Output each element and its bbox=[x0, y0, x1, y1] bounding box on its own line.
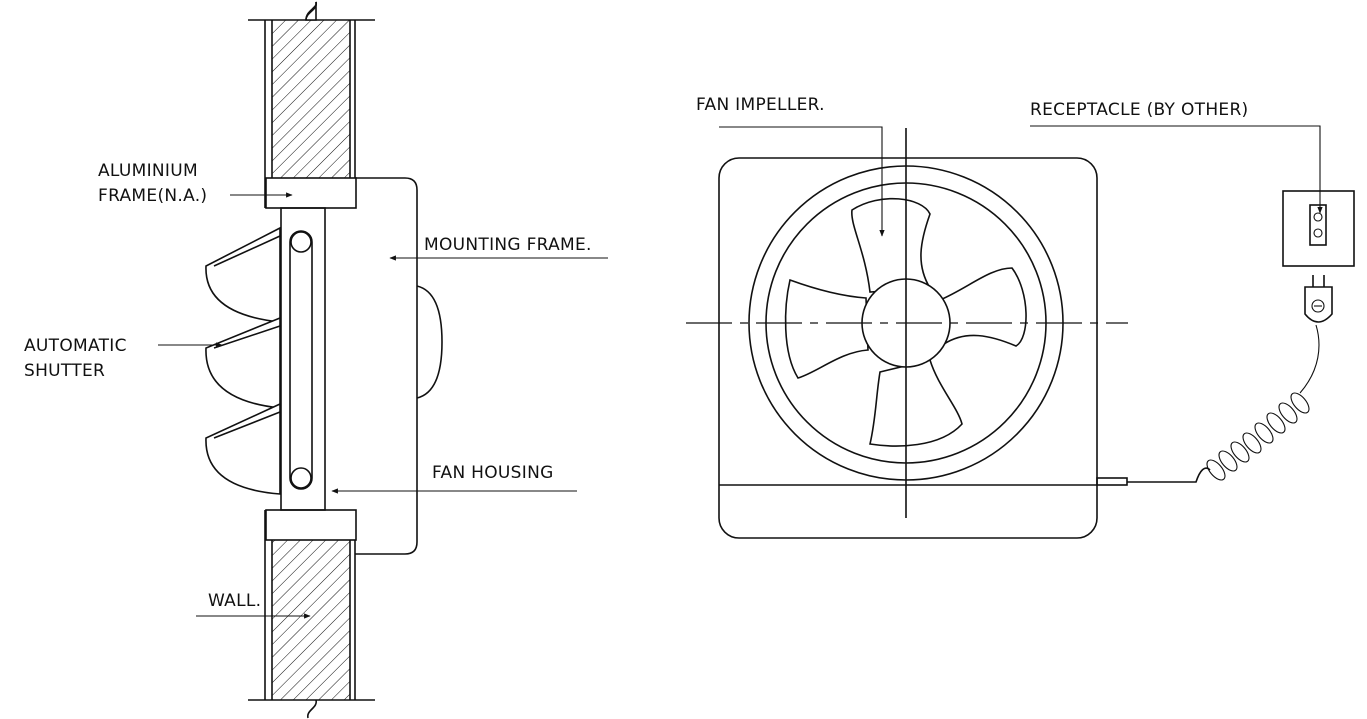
break-symbol-bottom bbox=[307, 699, 317, 719]
fan-impeller-blades bbox=[784, 197, 1027, 447]
mounting-frame bbox=[355, 177, 418, 555]
wall-section-lower bbox=[248, 510, 375, 719]
front-view: FAN IMPELLER. bbox=[686, 95, 1355, 539]
leader-fan-impeller bbox=[719, 126, 885, 237]
label-fan-impeller: FAN IMPELLER. bbox=[696, 95, 825, 115]
receptacle-box bbox=[1282, 190, 1355, 267]
aluminium-frame-bottom bbox=[265, 509, 357, 541]
section-view: ALUMINIUM FRAME(N.A.) MOUNTING FRAME. AU… bbox=[24, 1, 608, 719]
label-aluminium-frame-2: FRAME(N.A.) bbox=[98, 186, 207, 206]
label-aluminium-frame-1: ALUMINIUM bbox=[98, 161, 198, 181]
aluminium-frame-top bbox=[265, 177, 357, 209]
automatic-shutter-blades bbox=[205, 226, 281, 495]
coiled-cord bbox=[1206, 324, 1320, 481]
motor-housing-bump bbox=[416, 285, 443, 399]
label-automatic-shutter-2: SHUTTER bbox=[24, 361, 105, 381]
label-wall: WALL. bbox=[208, 591, 261, 611]
wall-section-upper bbox=[248, 1, 375, 208]
fan-front-housing bbox=[718, 157, 1098, 539]
fan-housing bbox=[280, 207, 326, 511]
power-plug bbox=[1304, 275, 1333, 323]
label-automatic-shutter-1: AUTOMATIC bbox=[24, 336, 127, 356]
label-fan-housing: FAN HOUSING bbox=[432, 463, 554, 483]
cable-gland bbox=[1096, 477, 1128, 486]
power-cable bbox=[1127, 467, 1211, 483]
label-receptacle: RECEPTACLE (BY OTHER) bbox=[1030, 100, 1248, 120]
slot-pin-top bbox=[290, 231, 312, 253]
shutter-slot bbox=[289, 230, 313, 490]
label-mounting-frame: MOUNTING FRAME. bbox=[424, 235, 592, 255]
leader-receptacle bbox=[1030, 125, 1323, 214]
slot-pin-bottom bbox=[290, 467, 312, 489]
